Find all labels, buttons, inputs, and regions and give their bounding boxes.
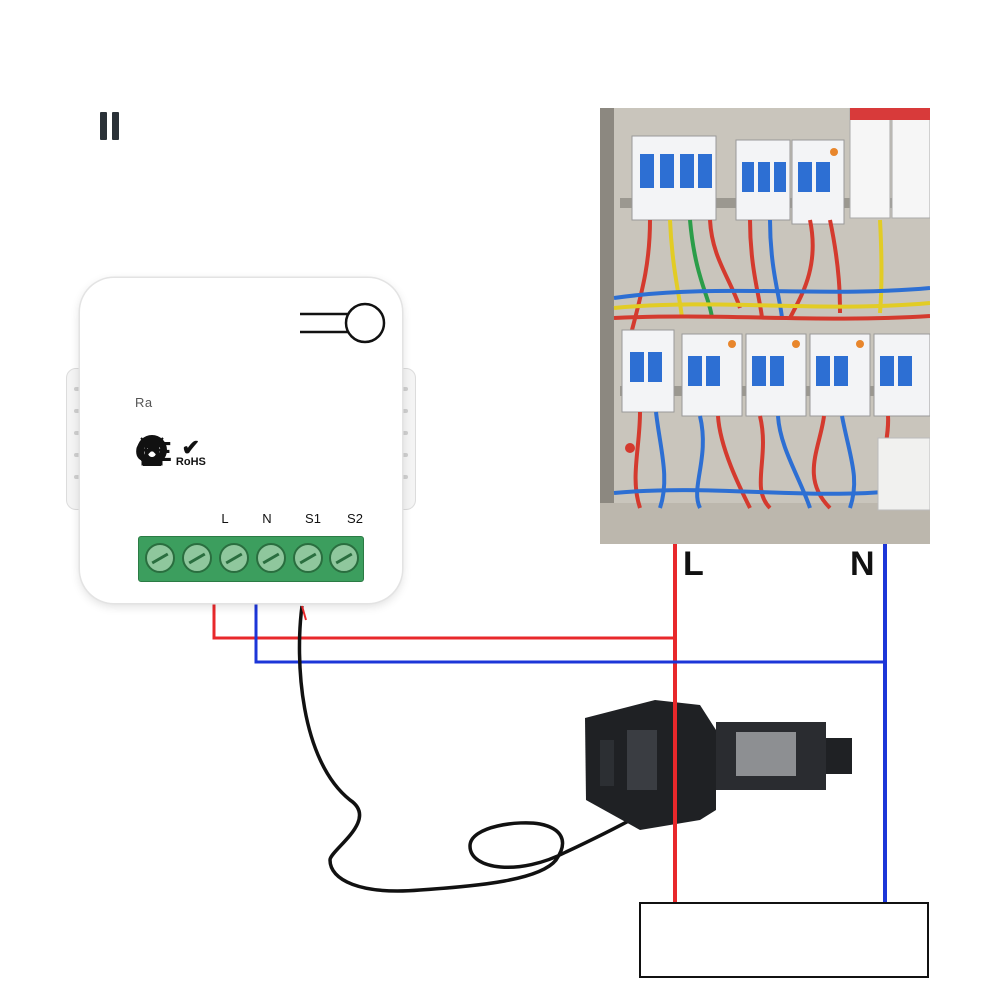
terminal-screw[interactable] bbox=[219, 543, 249, 573]
panel-wires-mid bbox=[613, 219, 930, 339]
rohs-label: RoHS bbox=[175, 455, 206, 468]
neutral-label: N bbox=[850, 545, 875, 583]
device-body: Ra CE ✔ RoHS bbox=[80, 278, 402, 603]
line-label: L bbox=[683, 545, 704, 583]
terminal-screw[interactable] bbox=[329, 543, 359, 573]
terminal-label-s2: S2 bbox=[347, 511, 363, 526]
top-breaker-row bbox=[631, 108, 930, 225]
pause-icon bbox=[100, 112, 122, 140]
device-live-wire bbox=[212, 600, 675, 640]
electrical-panel-photo bbox=[600, 108, 930, 544]
brand-text: Ra bbox=[135, 395, 153, 410]
reset-button[interactable] bbox=[300, 300, 390, 346]
panel-illustration bbox=[600, 108, 930, 544]
terminal-block bbox=[138, 536, 364, 582]
load-box bbox=[639, 902, 929, 978]
crossed-bin-icon bbox=[140, 437, 164, 466]
terminal-screw[interactable] bbox=[182, 543, 212, 573]
smart-switch-module: Ra CE ✔ RoHS bbox=[66, 278, 416, 603]
certification-row: CE ✔ RoHS bbox=[135, 433, 206, 471]
terminal-screw[interactable] bbox=[256, 543, 286, 573]
rohs-icon: ✔ RoHS bbox=[175, 434, 206, 468]
current-clamp-sensor bbox=[585, 700, 852, 832]
terminal-label-n: N bbox=[262, 511, 272, 526]
current-sensor-cable bbox=[297, 605, 666, 893]
terminal-screw[interactable] bbox=[293, 543, 323, 573]
terminal-label-l: L bbox=[221, 511, 229, 526]
terminal-screw[interactable] bbox=[145, 543, 175, 573]
terminal-labels: L N S1 S2 bbox=[221, 511, 415, 531]
device-neutral-wire bbox=[254, 600, 885, 664]
terminal-label-s1: S1 bbox=[305, 511, 321, 526]
socket-module bbox=[877, 437, 930, 511]
lower-breaker-row bbox=[621, 329, 930, 417]
